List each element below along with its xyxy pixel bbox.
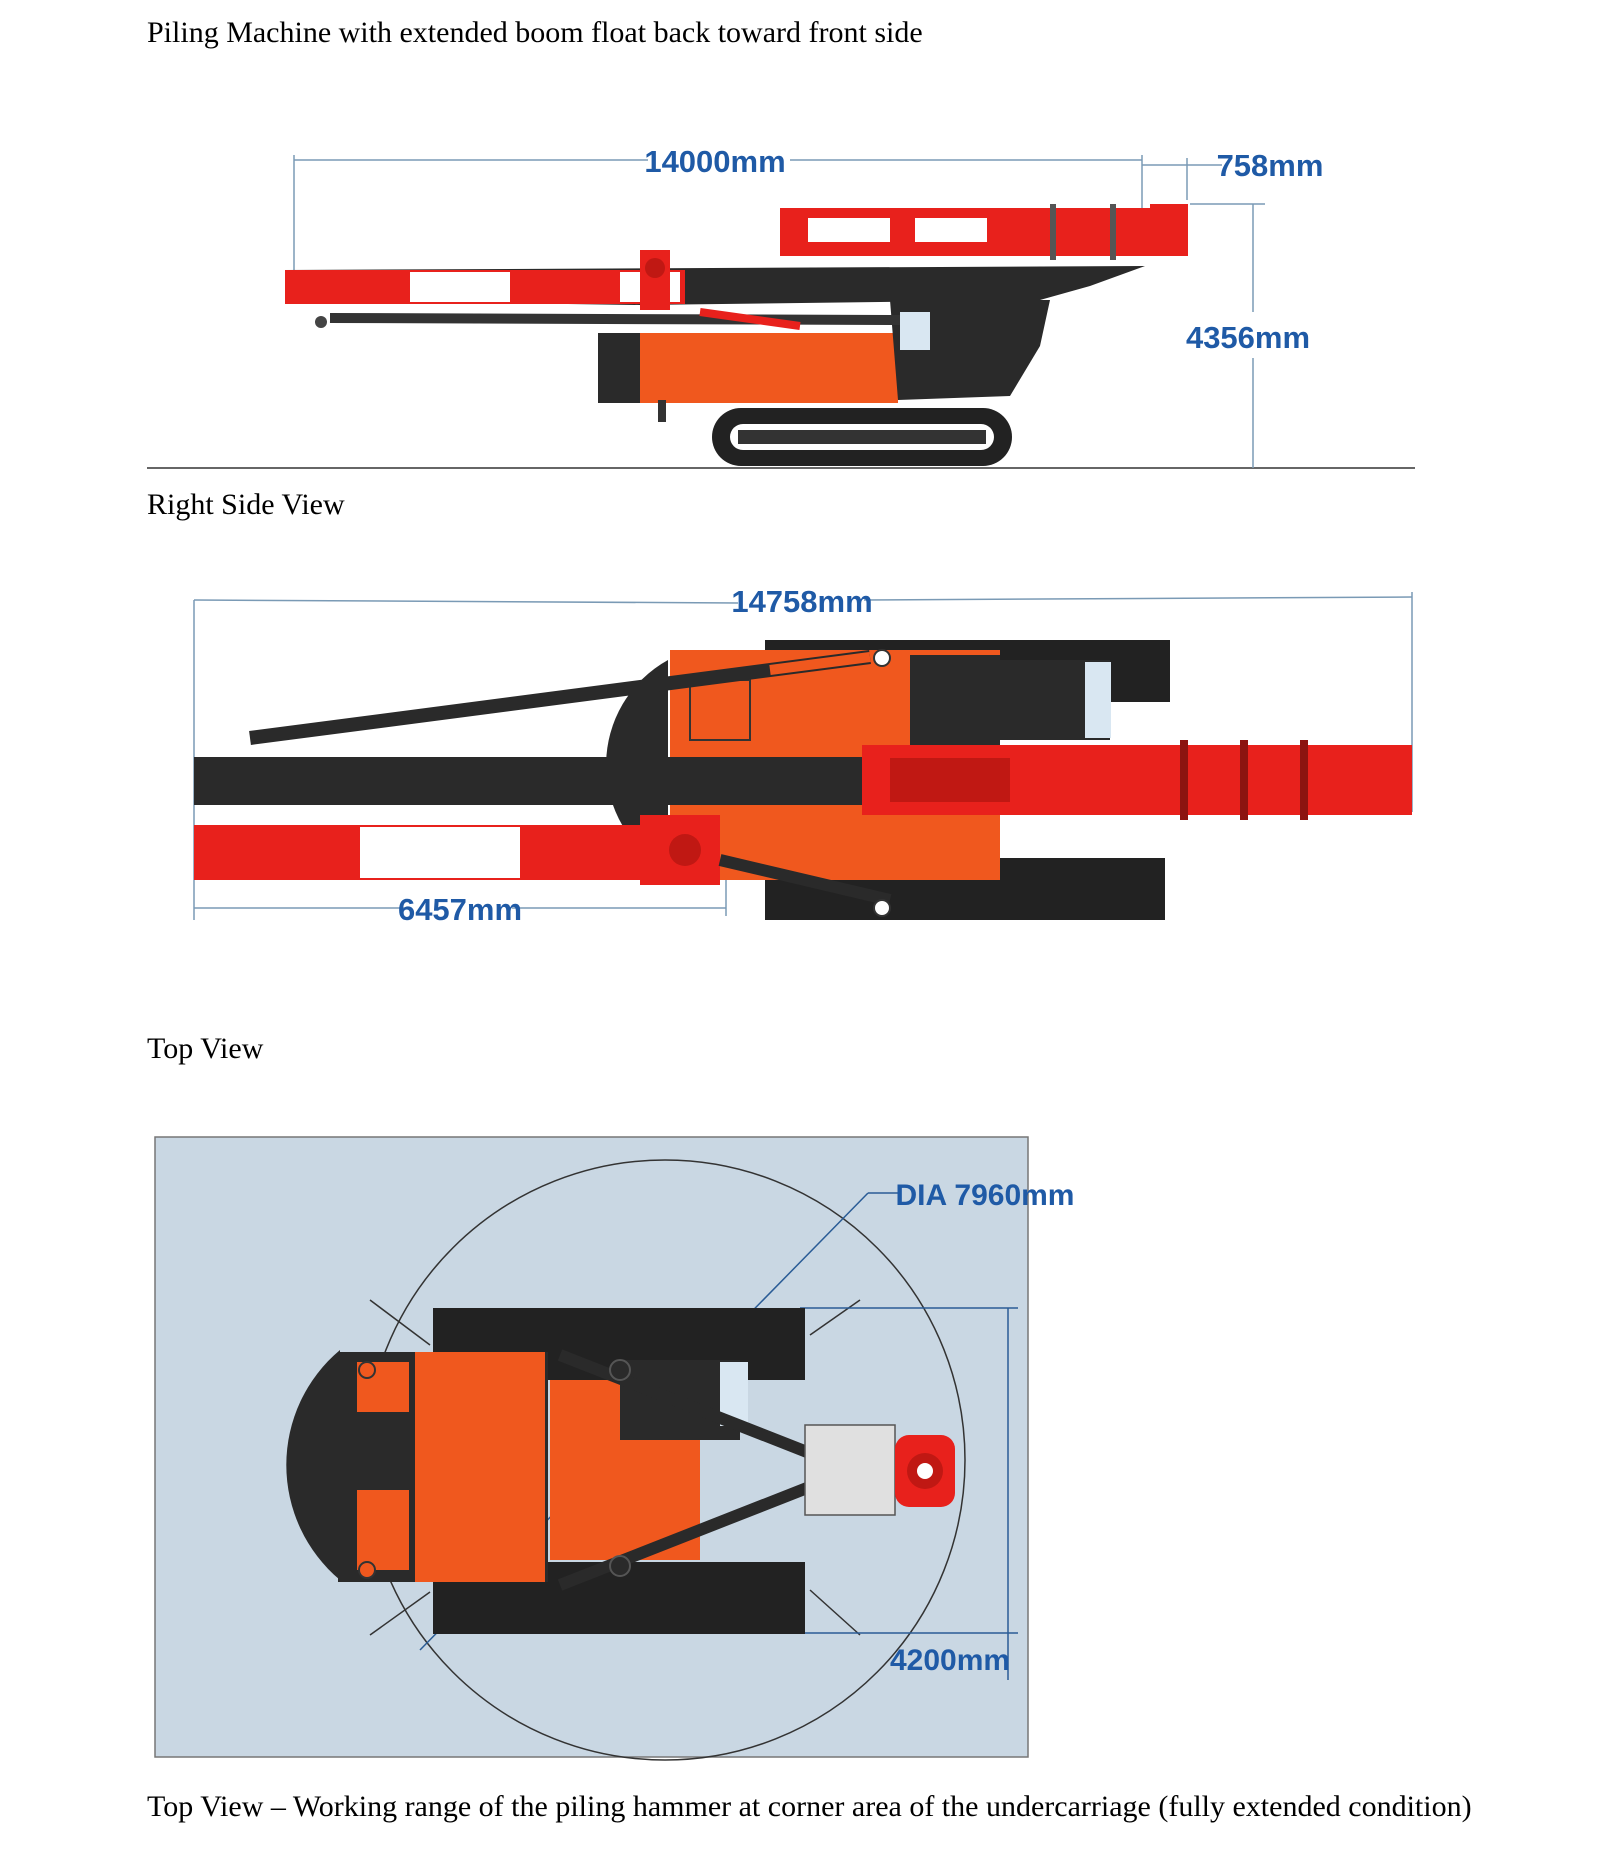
dimension-length-14000: 14000mm <box>644 144 785 179</box>
working-range-drawing: DIA 7960mm 4200mm <box>154 1136 1075 1761</box>
caption-right-side-view: Right Side View <box>147 488 345 521</box>
dimension-width-4200: 4200mm <box>890 1644 1010 1677</box>
dimension-boom-6457: 6457mm <box>398 892 522 927</box>
dimension-length-14758: 14758mm <box>731 584 872 619</box>
top-view-drawing: 14758mm 6457mm <box>193 584 1413 927</box>
right-side-view-drawing: 14000mm 758mm 4356mm <box>147 144 1415 469</box>
dimension-diameter-7960: DIA 7960mm <box>896 1179 1075 1212</box>
dimension-overhang-758: 758mm <box>1217 148 1324 183</box>
dimension-height-4356: 4356mm <box>1186 320 1310 355</box>
caption-working-range-view: Top View – Working range of the piling h… <box>147 1790 1472 1823</box>
caption-top-view: Top View <box>147 1032 264 1065</box>
document-title: Piling Machine with extended boom float … <box>147 16 923 49</box>
